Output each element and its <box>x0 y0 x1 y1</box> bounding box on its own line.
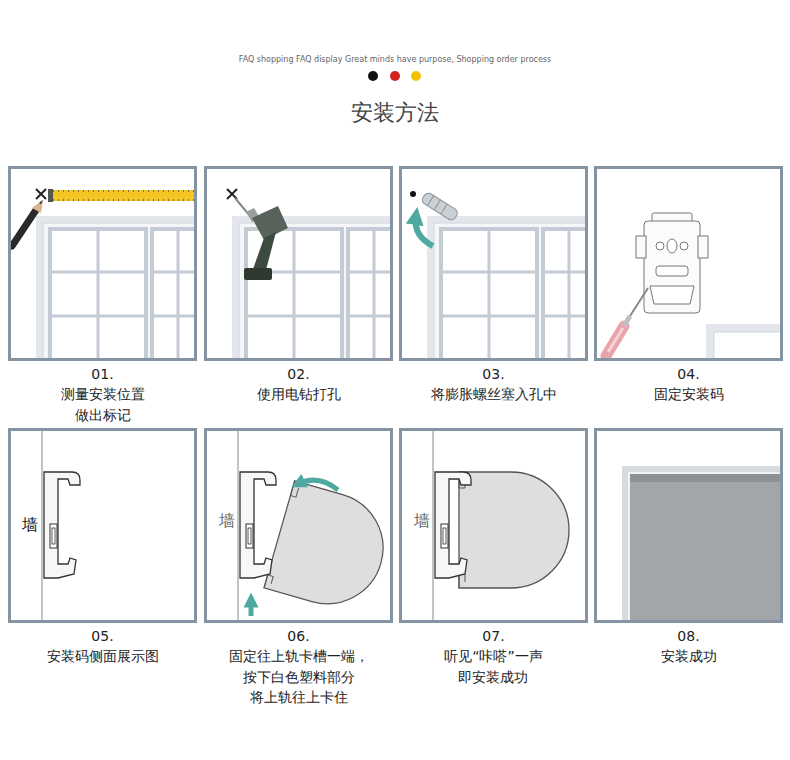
illustration-part <box>433 431 434 620</box>
header-dots <box>368 71 421 81</box>
caption-row: 07.听见“咔嗒”一声 即安装成功 <box>396 626 591 687</box>
caption-row: 04.固定安装码 <box>591 364 786 405</box>
illustration-part <box>252 232 276 272</box>
illustration-part <box>416 216 433 246</box>
step-caption: 05.安装码侧面展示图 <box>47 626 159 667</box>
illustration-part <box>39 200 43 204</box>
illustration-part <box>427 196 433 206</box>
caption-row: 01.测量安装位置 做出标记 <box>5 364 200 425</box>
step-panel: 08.安装成功 <box>594 428 783 623</box>
illustration-part <box>667 239 677 253</box>
illustration-part <box>48 189 53 202</box>
illustration-part <box>650 286 694 304</box>
header-note: FAQ shopping FAQ display Great minds hav… <box>239 55 551 64</box>
bracket-side-illustration <box>42 431 80 620</box>
illustration-part <box>390 71 400 81</box>
step-panel: 墙05.安装码侧面展示图 <box>8 428 197 623</box>
measure-illustration <box>12 189 194 358</box>
illustration-part <box>606 326 624 356</box>
caption-row: 05.安装码侧面展示图 <box>5 626 200 667</box>
step-panel: 01.测量安装位置 做出标记 <box>8 166 197 361</box>
illustration-part <box>714 332 780 358</box>
title-row: 安装方法 <box>0 98 790 128</box>
illustration-part <box>252 206 288 240</box>
wall-label: 墙 <box>414 511 430 530</box>
drill-illustration <box>227 189 390 358</box>
finished-blind-illustration <box>622 466 780 620</box>
step-caption: 07.听见“咔嗒”一声 即安装成功 <box>444 626 543 687</box>
label-row: FAQ shopping FAQ display Great minds hav… <box>0 47 790 66</box>
illustration-part <box>227 189 237 199</box>
step-caption: 02.使用电钻打孔 <box>257 364 341 405</box>
step-panel: 墙07.听见“咔嗒”一声 即安装成功 <box>399 428 588 623</box>
illustration-part <box>680 242 688 250</box>
illustration-part <box>459 472 569 588</box>
illustration-part <box>644 221 700 313</box>
illustration-part <box>238 431 239 620</box>
illustration-part <box>441 204 447 214</box>
wall-label: 墙 <box>219 511 235 530</box>
step-caption: 03.将膨胀螺丝塞入孔中 <box>431 364 557 405</box>
illustration-part <box>42 431 43 620</box>
bracket-fix-illustration <box>606 213 780 358</box>
step-panel: 02.使用电钻打孔 <box>204 166 393 361</box>
caption-row: 03.将膨胀螺丝塞入孔中 <box>396 364 591 405</box>
illustration-part <box>36 216 194 358</box>
step-panel: 墙06.固定往上轨卡槽一端， 按下白色塑料部分 将上轨往上卡住 <box>204 428 393 623</box>
rail-mounted-illustration <box>433 431 569 620</box>
illustration-part <box>298 480 338 490</box>
illustration-part <box>12 210 36 246</box>
illustration-part <box>48 190 194 201</box>
step-panel: 03.将膨胀螺丝塞入孔中 <box>399 166 588 361</box>
illustration-part <box>624 316 630 326</box>
illustration-part <box>32 200 43 213</box>
step-caption: 08.安装成功 <box>661 626 717 667</box>
illustration-part <box>630 474 780 620</box>
illustration-part <box>628 472 780 620</box>
step-panel: 04.固定安装码 <box>594 166 783 361</box>
caption-row: 06.固定往上轨卡槽一端， 按下白色塑料部分 将上轨往上卡住 <box>201 626 396 707</box>
inner-text-row: 墙 <box>22 515 38 536</box>
illustration-part <box>630 474 780 482</box>
illustration-part <box>656 266 688 276</box>
wall-label: 墙 <box>22 515 38 534</box>
illustration-part <box>44 472 80 578</box>
page-title: 安装方法 <box>351 100 439 125</box>
illustration-part <box>240 472 276 578</box>
step-caption: 06.固定往上轨卡槽一端， 按下白色塑料部分 将上轨往上卡住 <box>229 626 369 707</box>
illustration-part <box>264 481 390 617</box>
anchor-illustration <box>410 191 585 358</box>
inner-text-row: 墙 <box>219 511 235 532</box>
illustration-part <box>48 190 194 201</box>
illustration-part <box>244 268 272 280</box>
illustration-part <box>421 191 460 221</box>
illustration-part <box>434 200 440 210</box>
illustration-part <box>608 328 623 352</box>
illustration-part <box>622 466 780 620</box>
rail-clip-illustration <box>238 431 390 620</box>
illustration-part <box>410 191 416 197</box>
illustration-part <box>427 216 585 358</box>
illustration-part <box>249 600 254 616</box>
illustration-part <box>36 189 46 199</box>
illustration-part <box>630 288 648 316</box>
illustration-part <box>435 472 471 578</box>
illustration-part <box>706 324 780 358</box>
illustration-part <box>698 236 708 258</box>
step-caption: 04.固定安装码 <box>654 364 724 405</box>
illustration-part <box>411 71 421 81</box>
illustration-part <box>227 189 237 199</box>
step-caption: 01.测量安装位置 做出标记 <box>61 364 145 425</box>
caption-row: 02.使用电钻打孔 <box>201 364 396 405</box>
illustration-part <box>656 242 664 250</box>
illustration-part <box>368 71 378 81</box>
illustration-part <box>636 236 646 258</box>
illustration-part <box>36 189 46 199</box>
caption-row: 08.安装成功 <box>591 626 786 667</box>
inner-text-row: 墙 <box>414 511 430 532</box>
illustration-part <box>232 216 390 358</box>
illustration-part <box>421 191 460 221</box>
